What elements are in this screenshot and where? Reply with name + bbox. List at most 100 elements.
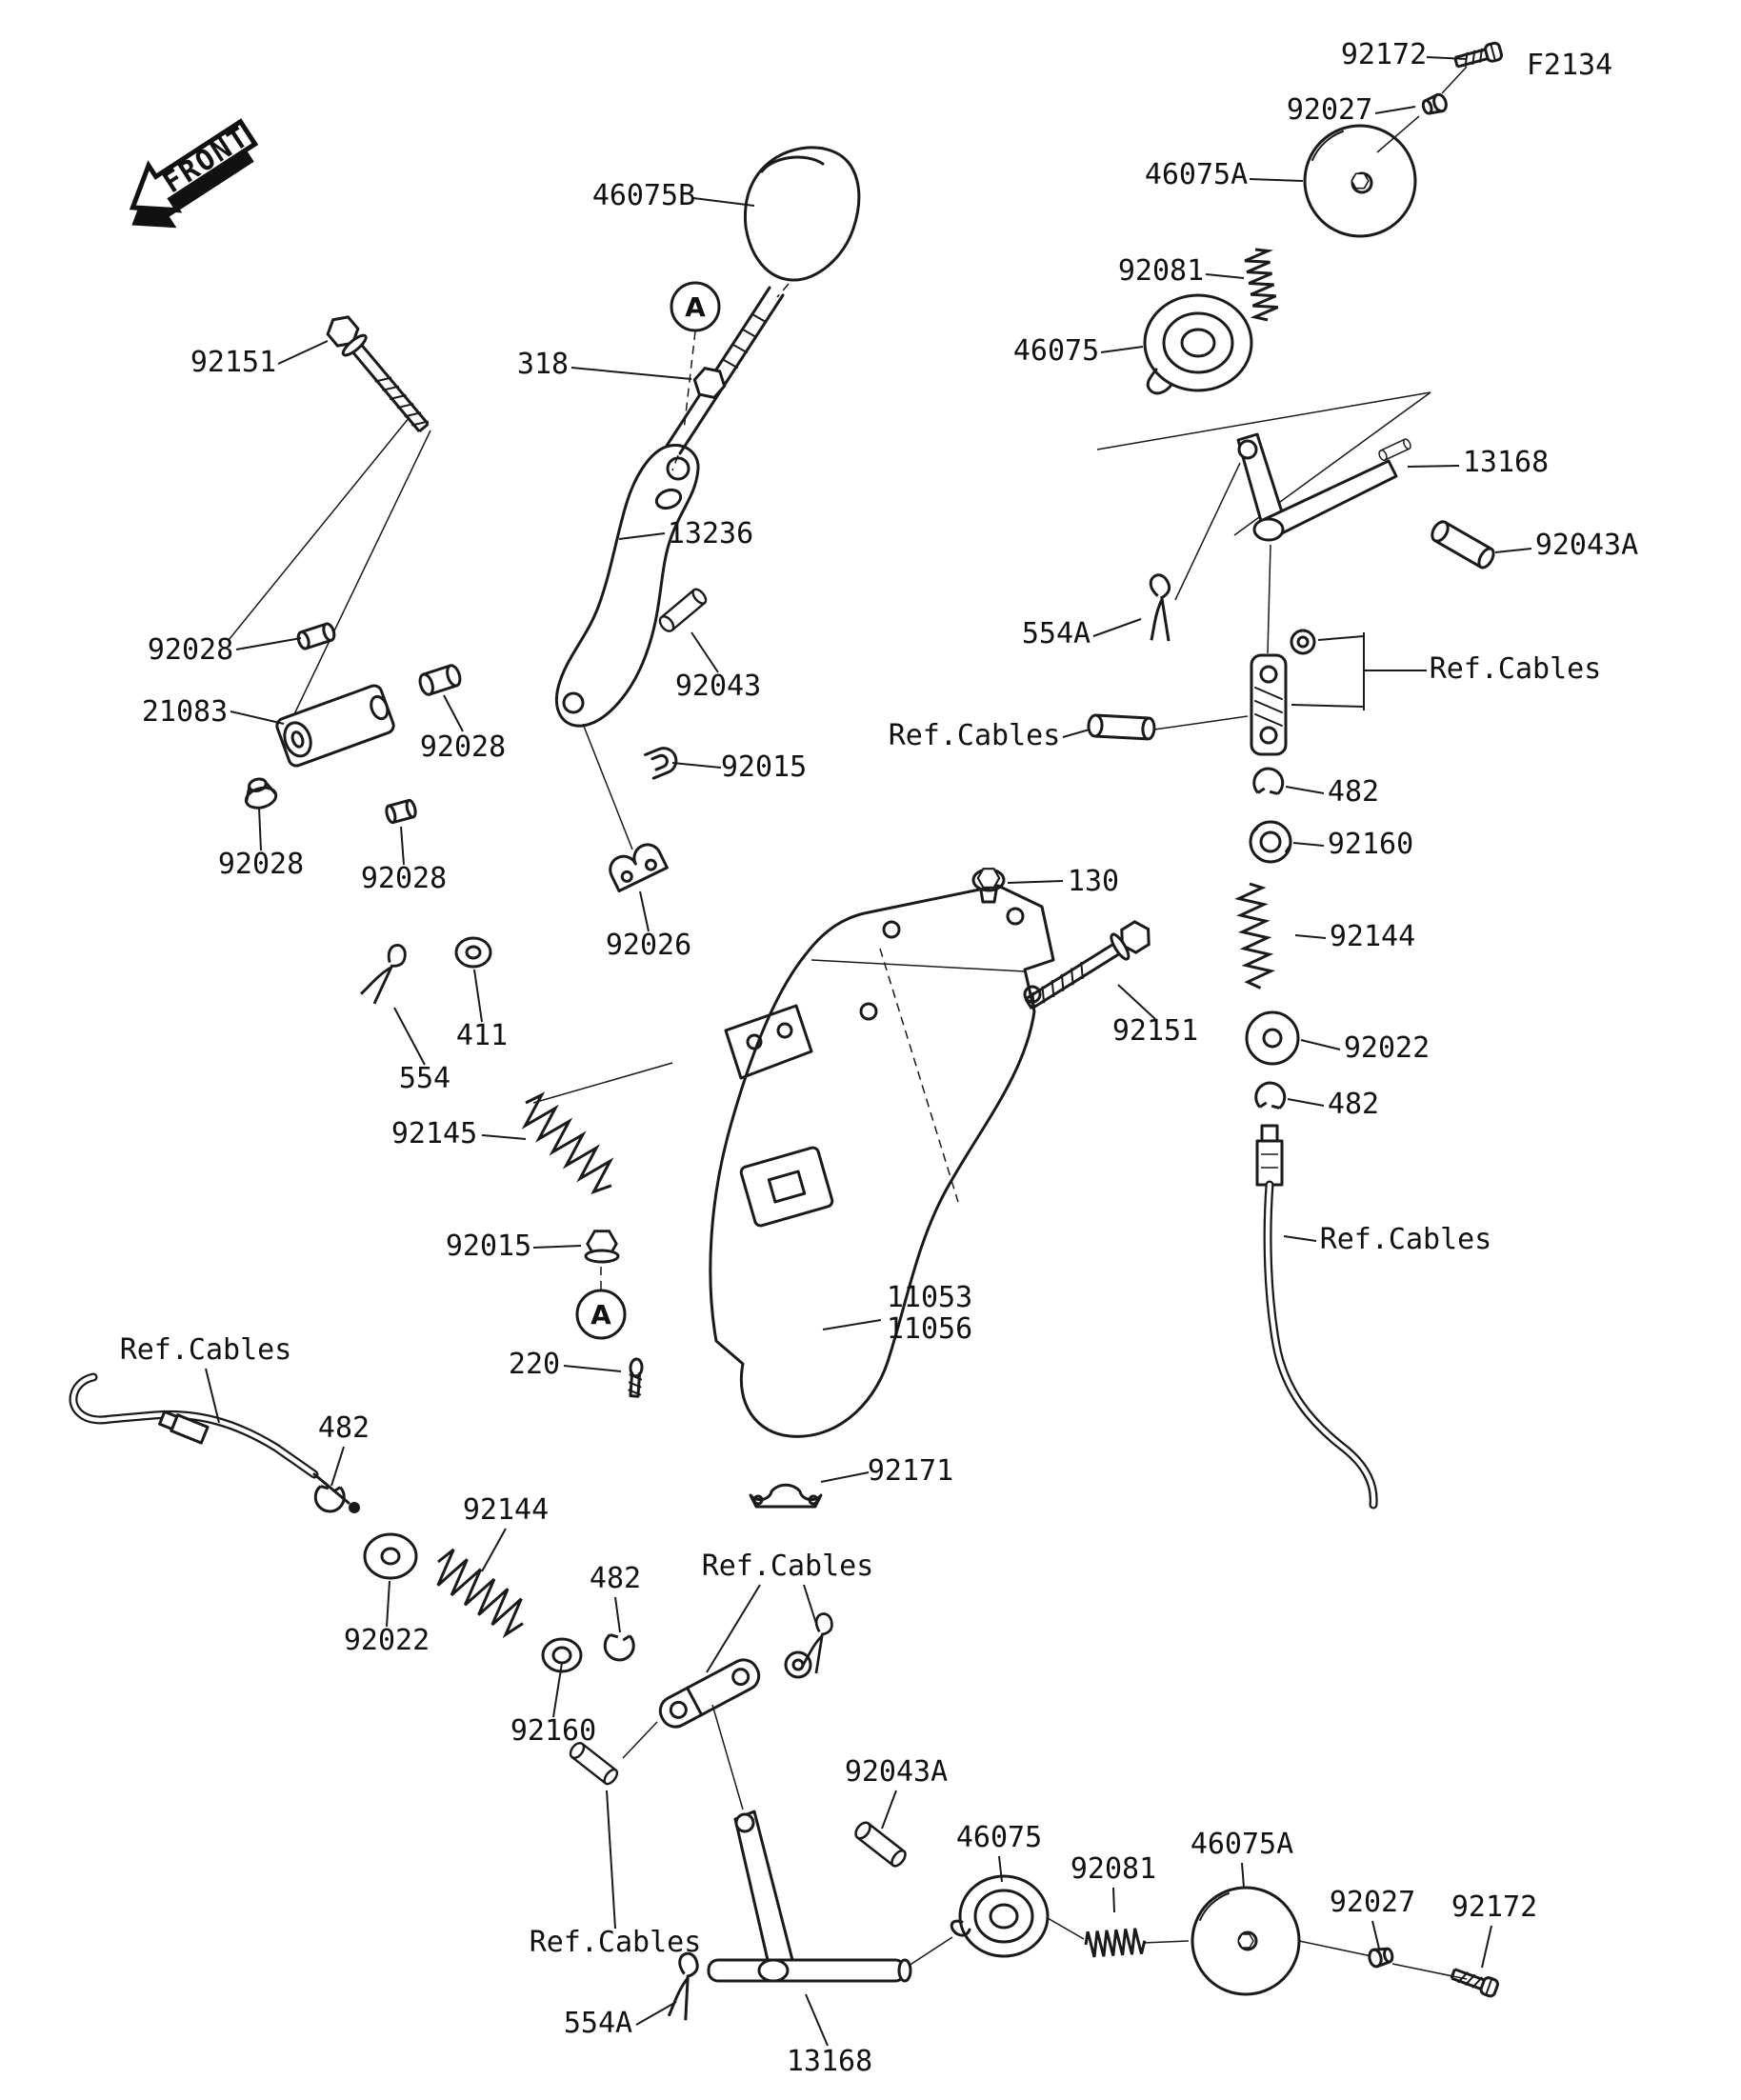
bolt-130 [971,868,1006,904]
part-label-92027-top: 92027 [1287,93,1372,127]
pin-92043a-right [1427,517,1498,572]
part-label-92022-left: 92022 [344,1624,430,1657]
screw-92172-top [1452,40,1505,72]
part-label-92145: 92145 [391,1117,477,1150]
part-label-554a-bot: 554A [564,2007,632,2040]
part-label-11053: 11053 [887,1281,972,1314]
lever-13168-right [1236,432,1398,542]
part-label-554a-right: 554A [1022,617,1091,650]
callout-a-1: A [670,281,721,332]
part-label-92027-bot: 92027 [1330,1886,1415,1919]
part-label-92028-4: 92028 [361,862,447,895]
part-label-92081-bot: 92081 [1071,1852,1156,1886]
clip-92015-1 [644,747,678,780]
part-label-46075a-bot: 46075A [1191,1828,1293,1861]
figure-code: F2134 [1527,49,1612,82]
bushing-92028-1 [296,622,336,650]
part-label-92028-2: 92028 [420,730,506,764]
ref-cables-bot-left: Ref.Cables [530,1926,702,1959]
clamp-92171 [749,1483,823,1509]
eclip-482-r1 [1249,763,1289,802]
construction-lines [228,66,1468,1980]
spring-92081-top [1242,246,1281,324]
part-labels: F2134 46075B 92151 318 13236 92028 21083… [120,38,1639,2078]
screw-220 [628,1357,644,1398]
ref-cables-r2: Ref.Cables [889,719,1061,752]
ref-cables-bracket-right [1291,632,1427,710]
part-label-92172-top: 92172 [1341,38,1427,71]
spring-92144-left [425,1545,536,1641]
part-label-92043a-right: 92043A [1535,529,1638,562]
clevis-block-right [1250,653,1288,756]
leader-lines [205,56,1532,2047]
part-label-92015-2: 92015 [446,1230,531,1263]
bushing-92028-2 [418,664,462,696]
part-label-92081-top: 92081 [1118,254,1204,288]
front-arrow-logo: FRONT [129,118,259,229]
part-label-21083: 21083 [142,695,228,729]
disc-46075a-bottom [1191,1886,1301,1996]
part-label-92028-1: 92028 [148,633,233,667]
part-label-92043: 92043 [675,670,761,703]
rpin-554a-bottom [667,1950,701,2023]
link-clevis-bottom [658,1658,761,1729]
part-label-554: 554 [399,1062,450,1095]
pin-92043 [655,586,710,635]
clevis-pin-right [1086,713,1156,741]
bushing-92027-top [1419,91,1450,118]
part-label-318: 318 [517,348,569,381]
washer-411 [454,936,492,969]
part-label-92151-left: 92151 [190,346,276,379]
part-label-92028-3: 92028 [218,848,304,881]
part-label-92015-1: 92015 [721,750,807,784]
ref-cables-r1: Ref.Cables [1430,652,1602,686]
cup-46075-top [1143,293,1253,395]
part-label-92151-center: 92151 [1112,1014,1198,1048]
part-label-92160-left: 92160 [510,1714,596,1748]
spring-92145 [512,1089,625,1200]
eclip-482-l2 [599,1627,639,1666]
part-label-92172-bot: 92172 [1451,1890,1537,1924]
disc-46075a-top [1303,124,1417,238]
part-label-411: 411 [456,1019,508,1052]
washer-small-right [1290,629,1316,655]
callout-a-2: A [575,1289,627,1340]
shift-knob-46075b [744,146,861,282]
shift-lever-13236 [555,444,700,728]
part-label-92144-right: 92144 [1330,920,1415,953]
part-label-13168-right: 13168 [1463,446,1549,479]
part-label-482-l1: 482 [318,1411,370,1445]
callout-a-label-2: A [590,1299,611,1330]
pedal-bracket-11053 [709,884,1055,1438]
pin-92043a-bottom [851,1818,910,1870]
shift-lever-shaft [665,286,785,455]
bushing-92027-bottom [1366,1944,1395,1970]
cotter-pin-554 [358,939,411,1008]
part-label-482-l2: 482 [590,1562,641,1595]
cup-46075-bottom [950,1874,1050,1958]
part-label-13236: 13236 [668,517,753,550]
bushing-92028-3 [244,777,278,810]
ref-cables-left: Ref.Cables [120,1333,292,1367]
part-label-46075-top: 46075 [1013,334,1099,368]
lever-13168-bottom [707,1810,912,1983]
rpin-bottom-mid [799,1610,836,1676]
screw-92172-bottom [1449,1964,1501,1999]
part-label-92043a-bot: 92043A [845,1755,948,1789]
part-label-92171: 92171 [868,1454,953,1488]
bolt-92151-left [320,309,436,439]
spring-92081-bottom [1083,1926,1148,1959]
bushing-92028-4 [385,798,417,825]
part-label-92144-left: 92144 [463,1493,549,1527]
part-label-92022-right: 92022 [1344,1031,1430,1065]
part-label-92160-right: 92160 [1328,828,1413,861]
part-label-482-r2: 482 [1328,1088,1379,1121]
block-21083 [275,684,395,768]
washer-92022-right [1245,1010,1300,1066]
nut-318 [690,365,730,401]
axis-dashed-lines [600,283,959,1290]
part-label-130: 130 [1068,865,1119,898]
part-label-46075-bot: 46075 [956,1821,1042,1854]
